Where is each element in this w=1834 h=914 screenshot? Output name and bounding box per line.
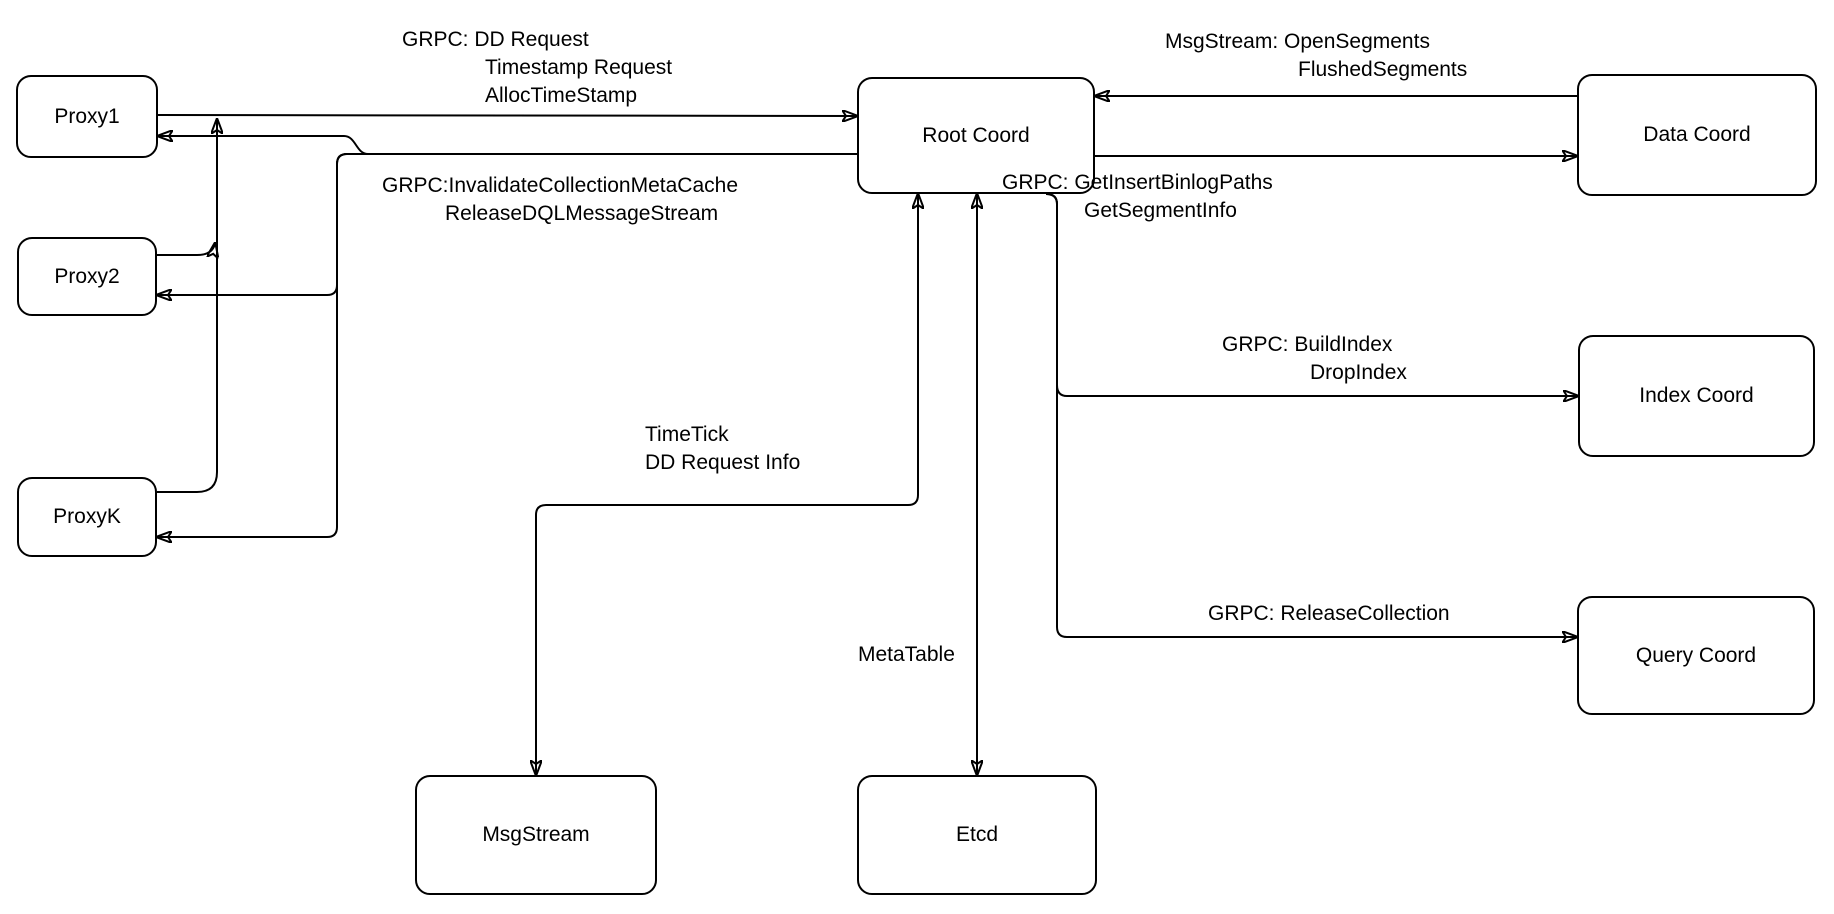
label-root-to-index: GRPC: BuildIndex DropIndex — [1222, 331, 1407, 387]
label-line: GRPC: GetInsertBinlogPaths — [1002, 171, 1273, 194]
label-data-to-root: MsgStream: OpenSegments FlushedSegments — [1165, 28, 1467, 84]
node-proxyk: ProxyK — [17, 477, 157, 557]
label-root-to-etcd: MetaTable — [858, 641, 955, 669]
edge-proxy2-merge — [157, 243, 215, 255]
edge-root-to-query — [1045, 193, 1577, 637]
edge-proxy1-to-root — [157, 115, 857, 116]
node-etcd: Etcd — [857, 775, 1097, 895]
node-msgstream: MsgStream — [415, 775, 657, 895]
edge-root-to-proxyk — [157, 153, 857, 537]
node-proxy1: Proxy1 — [16, 75, 158, 158]
label-line: GRPC:InvalidateCollectionMetaCache — [382, 174, 739, 197]
label-root-to-data: GRPC: GetInsertBinlogPaths GetSegmentInf… — [1002, 169, 1273, 225]
label-root-to-query: GRPC: ReleaseCollection — [1208, 600, 1450, 628]
label-line: DropIndex — [1310, 361, 1407, 384]
label-line: GRPC: BuildIndex — [1222, 333, 1393, 356]
label-line: GetSegmentInfo — [1084, 199, 1237, 222]
label-root-to-msgstream: TimeTick DD Request Info — [645, 421, 800, 477]
node-proxy2: Proxy2 — [17, 237, 157, 316]
node-index-coord: Index Coord — [1578, 335, 1815, 457]
label-proxy-to-root: GRPC: DD Request Timestamp Request Alloc… — [402, 26, 672, 110]
node-data-coord: Data Coord — [1577, 74, 1817, 196]
label-line: Timestamp Request — [485, 56, 673, 79]
label-line: AllocTimeStamp — [485, 84, 638, 107]
label-line: GRPC: DD Request — [402, 28, 589, 51]
label-line: MsgStream: OpenSegments — [1165, 30, 1430, 53]
label-line: GRPC: ReleaseCollection — [1208, 602, 1450, 625]
edge-proxyk-merge — [157, 119, 217, 493]
label-root-to-proxy: GRPC:InvalidateCollectionMetaCache Relea… — [382, 172, 738, 228]
label-line: MetaTable — [858, 643, 955, 666]
label-line: TimeTick — [645, 423, 729, 446]
label-line: DD Request Info — [645, 451, 801, 474]
label-line: ReleaseDQLMessageStream — [445, 202, 719, 225]
node-query-coord: Query Coord — [1577, 596, 1815, 715]
label-line: FlushedSegments — [1298, 58, 1468, 81]
edge-root-to-proxy1 — [158, 136, 857, 155]
edge-root-msgstream — [536, 194, 918, 775]
node-root-coord: Root Coord — [857, 77, 1095, 194]
